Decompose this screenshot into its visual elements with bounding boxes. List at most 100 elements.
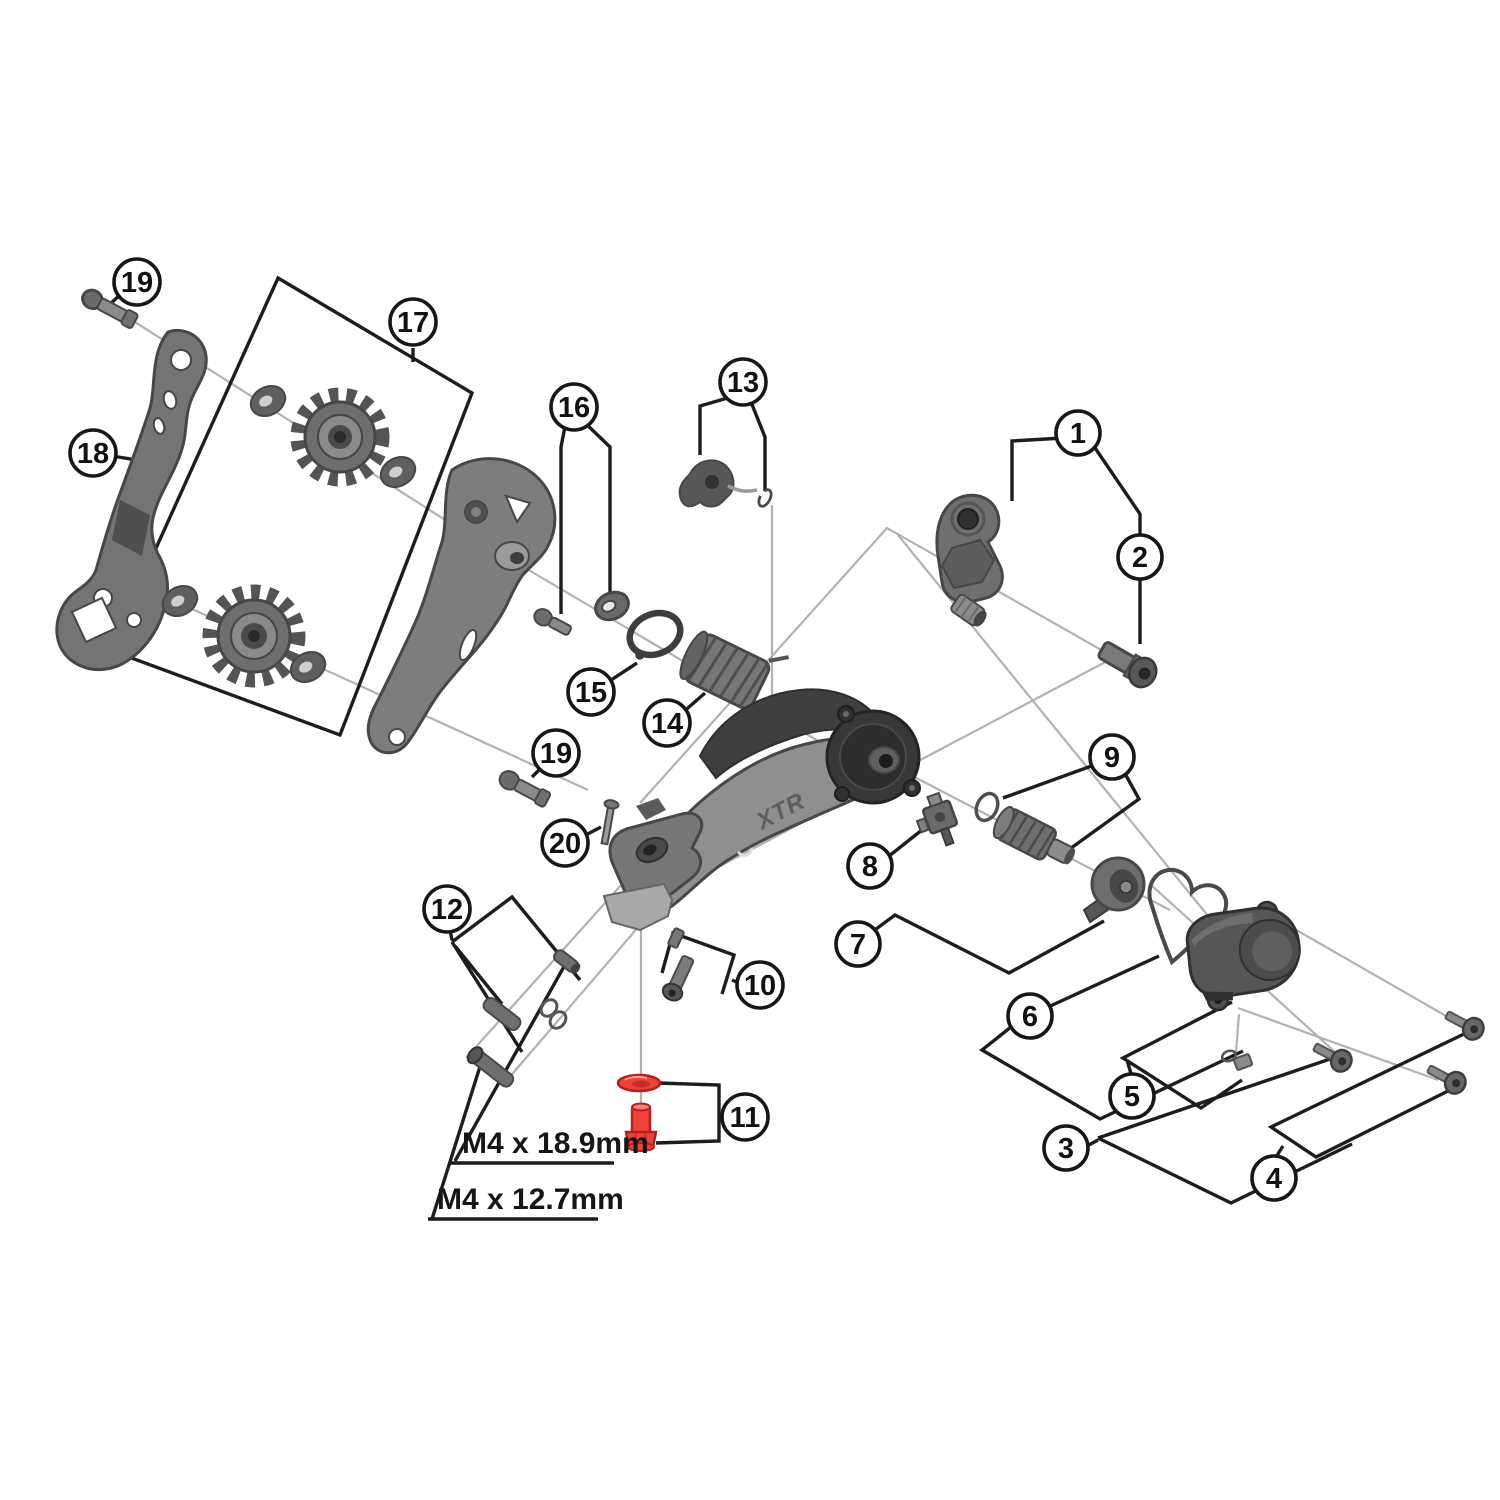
callout-19a: 19: [112, 257, 162, 307]
cable-guide: [678, 459, 758, 508]
callout-16: 16: [549, 382, 599, 432]
callout-18: 18: [68, 428, 118, 478]
leader-9: [1002, 762, 1142, 853]
svg-text:20: 20: [549, 828, 581, 860]
leader-1-2: [1010, 436, 1142, 644]
bolt-washer-2: [548, 1010, 568, 1030]
leader-lines: [107, 275, 1467, 1221]
callout-6: 6: [1006, 992, 1054, 1040]
snap-ring: [626, 609, 684, 660]
stroke-adjust-bolt: [661, 955, 695, 1002]
derailleur-body: XTR: [602, 688, 921, 932]
axis-bracket-bolt: [639, 526, 1104, 804]
svg-text:15: 15: [575, 677, 607, 709]
heart-gasket: [1147, 867, 1229, 966]
plate-bolt-mid: [482, 996, 522, 1032]
svg-text:7: 7: [850, 929, 866, 961]
highlight-washer: [616, 1073, 662, 1093]
svg-text:1: 1: [1070, 418, 1086, 450]
callout-12: 12: [422, 884, 472, 934]
body-foot: [602, 882, 674, 932]
spring-bushing: [992, 806, 1076, 865]
svg-text:16: 16: [558, 392, 590, 424]
callout-15: 15: [566, 667, 616, 717]
stroke-bolt-stub: [667, 927, 685, 949]
pulley-washer-4: [289, 651, 327, 683]
cable-clip: [757, 488, 773, 508]
callout-10: 10: [735, 960, 785, 1010]
svg-text:17: 17: [397, 307, 429, 339]
motor-screw-2: [1312, 1042, 1353, 1073]
callout-7: 7: [834, 920, 882, 968]
callout-19b: 19: [531, 728, 581, 778]
outer-cage-plate: [366, 457, 557, 755]
plate-washer: [594, 590, 630, 622]
callout-17: 17: [388, 297, 438, 347]
saver-cam: [1082, 856, 1146, 924]
axis-motor-clip: [1234, 1013, 1241, 1053]
leader-4: [1267, 1031, 1467, 1159]
leader-dim-long: [450, 962, 614, 1165]
callout-5: 5: [1108, 1072, 1156, 1120]
svg-text:8: 8: [862, 851, 878, 883]
svg-text:14: 14: [651, 708, 683, 740]
svg-text:13: 13: [727, 367, 759, 399]
plate-bolt-long: [466, 1046, 515, 1088]
p-spring: [679, 630, 790, 710]
cord-clip: [1220, 1049, 1254, 1071]
bolt-washer-1: [539, 998, 559, 1018]
svg-text:5: 5: [1124, 1081, 1140, 1113]
motor-unit: [1185, 900, 1301, 1012]
callout-20: 20: [540, 818, 590, 868]
svg-text:19: 19: [540, 738, 572, 770]
cage-bolt-lower: [498, 770, 552, 808]
svg-text:18: 18: [77, 438, 109, 470]
plate-grip: [112, 500, 150, 556]
pulley-washer-2: [379, 456, 417, 488]
leader-dim-short: [428, 1056, 598, 1221]
callout-2: 2: [1116, 533, 1164, 581]
callout-4: 4: [1250, 1154, 1298, 1202]
plate-bolt-small: [553, 949, 581, 974]
axis-long-right: [897, 534, 1214, 923]
svg-text:12: 12: [431, 894, 463, 926]
svg-text:11: 11: [730, 1102, 761, 1134]
bracket-fixing-bolt: [1097, 641, 1158, 689]
plate-stop-bolt: [533, 608, 572, 636]
leader-13: [698, 395, 767, 491]
svg-text:2: 2: [1132, 542, 1148, 574]
bracket-axle-unit: [935, 493, 1004, 627]
inner-cage-plate: [55, 329, 208, 672]
callout-14: 14: [642, 698, 692, 748]
svg-text:3: 3: [1058, 1133, 1074, 1165]
leader-7: [870, 913, 1105, 975]
dimension-label-short: M4 x 12.7mm: [437, 1183, 624, 1216]
leader-16: [559, 419, 612, 614]
stopper-pin: [600, 799, 620, 846]
cage-bolt-upper: [81, 288, 139, 329]
svg-text:10: 10: [744, 970, 776, 1002]
leader-6: [978, 954, 1244, 1121]
axis-motor-screw-1: [1271, 915, 1461, 1025]
axis-motor-screw-3: [1237, 1006, 1439, 1082]
callout-8: 8: [846, 842, 894, 890]
callout-13: 13: [718, 357, 768, 407]
callout-1: 1: [1054, 409, 1102, 457]
pulley-washer-3: [161, 585, 199, 617]
callout-9: 9: [1088, 733, 1136, 781]
connector-block: [915, 791, 959, 847]
tension-pulley: [202, 584, 306, 688]
motor-screw-3: [1426, 1064, 1467, 1095]
svg-text:6: 6: [1022, 1001, 1038, 1033]
dimension-label-long: M4 x 18.9mm: [462, 1127, 649, 1160]
callout-11: 11: [720, 1092, 770, 1142]
callouts: 1 2 3 4 5 6 7 8 9 10 11 12 13 14 15 16 1…: [68, 257, 1298, 1202]
svg-text:19: 19: [121, 267, 153, 299]
leader-11: [655, 1081, 721, 1145]
guide-pulley: [290, 387, 390, 487]
svg-text:4: 4: [1266, 1163, 1282, 1195]
svg-text:9: 9: [1104, 742, 1120, 774]
o-ring: [974, 791, 1000, 823]
highlight-screw: [624, 1102, 658, 1152]
